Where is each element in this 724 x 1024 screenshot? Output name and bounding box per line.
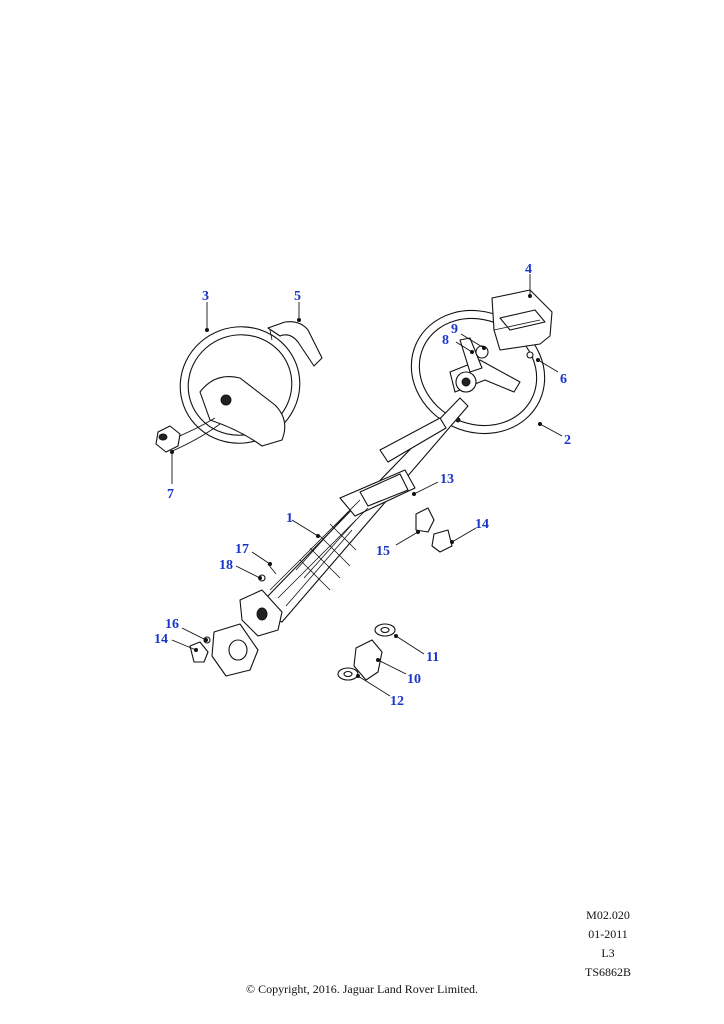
copyright-notice: © Copyright, 2016. Jaguar Land Rover Lim… [245,982,479,996]
callout-11[interactable]: 11 [426,650,439,665]
steering-wheel-rear [169,326,301,453]
callout-6[interactable]: 6 [560,372,567,387]
callout-17[interactable]: 17 [235,542,249,557]
drawing-number: TS6862B [584,965,631,979]
callout-13[interactable]: 13 [440,472,454,487]
callout-8[interactable]: 8 [442,333,449,348]
callout-2[interactable]: 2 [564,433,571,448]
callout-12[interactable]: 12 [390,694,404,709]
callout-16[interactable]: 16 [165,617,179,632]
horn-trim-cover [267,321,323,367]
callout-1[interactable]: 1 [286,511,293,526]
callout-15[interactable]: 15 [376,544,390,559]
drawing-ref: M02.020 [586,908,630,922]
callout-5[interactable]: 5 [294,289,301,304]
steering-column [211,397,469,677]
callout-10[interactable]: 10 [407,672,421,687]
ignition-switch [337,623,396,681]
drawing-level: L3 [601,946,615,960]
leaders [170,274,563,697]
switch-knob [155,425,181,453]
airbag-module [491,289,553,359]
callout-9[interactable]: 9 [451,322,458,337]
callout-7[interactable]: 7 [167,487,174,502]
callout-14-right[interactable]: 14 [475,517,489,532]
drawing-date: 01-2011 [588,927,628,941]
callout-4[interactable]: 4 [525,262,532,277]
callout-14-left[interactable]: 14 [154,632,168,647]
hardware [189,507,453,663]
callout-18[interactable]: 18 [219,558,233,573]
callout-3[interactable]: 3 [202,289,209,304]
